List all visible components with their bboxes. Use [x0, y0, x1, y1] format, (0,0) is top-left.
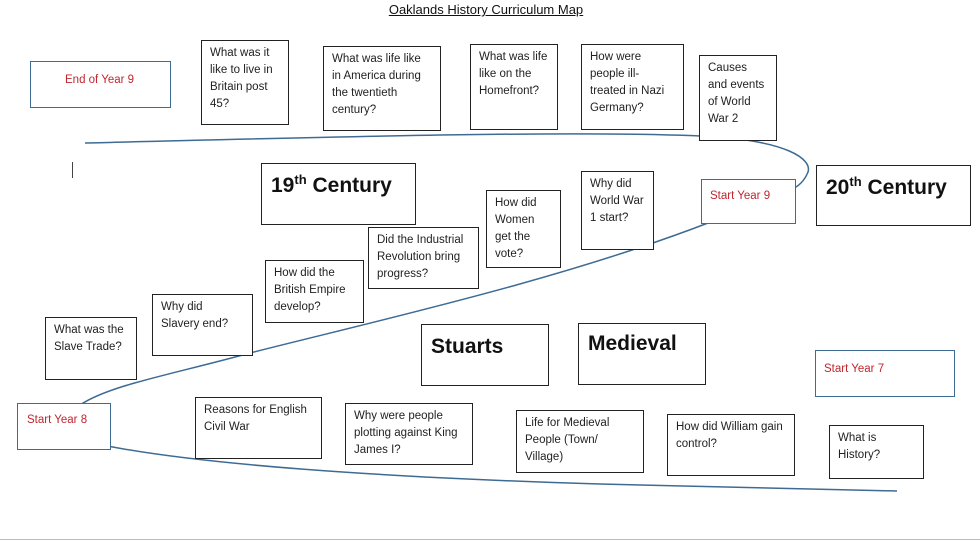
question-civil-war: Reasons for English Civil War — [195, 397, 322, 459]
marker-label: Start Year 7 — [824, 363, 885, 375]
question-text: Why did World War 1 start? — [590, 178, 644, 224]
question-text: What was it like to live in Britain post… — [210, 47, 273, 110]
era-word: Century — [861, 176, 947, 199]
question-text: Why were people plotting against King Ja… — [354, 410, 458, 456]
era-number: 20 — [826, 176, 850, 199]
question-text: Did the Industrial Revolution bring prog… — [377, 234, 464, 280]
question-text: Why did Slavery end? — [161, 301, 229, 330]
question-women-vote: How did Women get the vote? — [486, 190, 561, 268]
marker-label: Start Year 8 — [27, 414, 88, 426]
page-bottom-divider — [0, 539, 980, 540]
question-text: How did Women get the vote? — [495, 197, 537, 260]
question-text: Reasons for English Civil War — [204, 404, 307, 433]
question-text: How were people ill-treated in Nazi Germ… — [590, 51, 665, 114]
question-industrial-revolution: Did the Industrial Revolution bring prog… — [368, 227, 479, 289]
era-number: 19 — [271, 174, 295, 197]
question-medieval-life: Life for Medieval People (Town/ Village) — [516, 410, 644, 473]
text-cursor — [72, 162, 73, 178]
path-top-arc — [84, 133, 810, 191]
marker-end-year-9: End of Year 9 — [30, 61, 171, 108]
path-diagonal — [79, 222, 709, 406]
era-word: Century — [306, 174, 392, 197]
question-slavery-end: Why did Slavery end? — [152, 294, 253, 356]
era-medieval: Medieval — [578, 323, 706, 385]
marker-start-year-7: Start Year 7 — [815, 350, 955, 397]
era-19th-century: 19th Century — [261, 163, 416, 225]
era-suffix: th — [849, 174, 862, 189]
question-text: Life for Medieval People (Town/ Village) — [525, 417, 610, 463]
era-20th-century: 20th Century — [816, 165, 971, 226]
era-stuarts: Stuarts — [421, 324, 549, 386]
question-ww1-start: Why did World War 1 start? — [581, 171, 654, 250]
marker-start-year-8: Start Year 8 — [17, 403, 111, 450]
question-america-20th: What was life like in America during the… — [323, 46, 441, 131]
question-britain-post-45: What was it like to live in Britain post… — [201, 40, 289, 125]
marker-label: Start Year 9 — [710, 190, 771, 202]
question-william-control: How did William gain control? — [667, 414, 795, 476]
question-text: What was life like in America during the… — [332, 53, 421, 116]
question-ww2-causes: Causes and events of World War 2 — [699, 55, 777, 141]
marker-label: End of Year 9 — [65, 74, 135, 86]
era-label: Stuarts — [431, 335, 504, 358]
path-bottom-sweep — [79, 439, 898, 492]
question-text: Causes and events of World War 2 — [708, 62, 765, 125]
question-text: How did the British Empire develop? — [274, 267, 346, 313]
question-british-empire: How did the British Empire develop? — [265, 260, 364, 323]
question-text: What was life like on the Homefront? — [479, 51, 548, 97]
page-title: Oaklands History Curriculum Map — [388, 2, 584, 17]
question-homefront: What was life like on the Homefront? — [470, 44, 558, 130]
era-suffix: th — [294, 172, 307, 187]
question-plotting-james: Why were people plotting against King Ja… — [345, 403, 473, 465]
question-text: What is History? — [838, 432, 881, 461]
question-nazi-germany: How were people ill-treated in Nazi Germ… — [581, 44, 684, 130]
marker-start-year-9: Start Year 9 — [701, 179, 796, 224]
question-slave-trade: What was the Slave Trade? — [45, 317, 137, 380]
era-label: Medieval — [588, 332, 677, 355]
question-text: How did William gain control? — [676, 421, 783, 450]
question-what-is-history: What is History? — [829, 425, 924, 479]
question-text: What was the Slave Trade? — [54, 324, 124, 353]
